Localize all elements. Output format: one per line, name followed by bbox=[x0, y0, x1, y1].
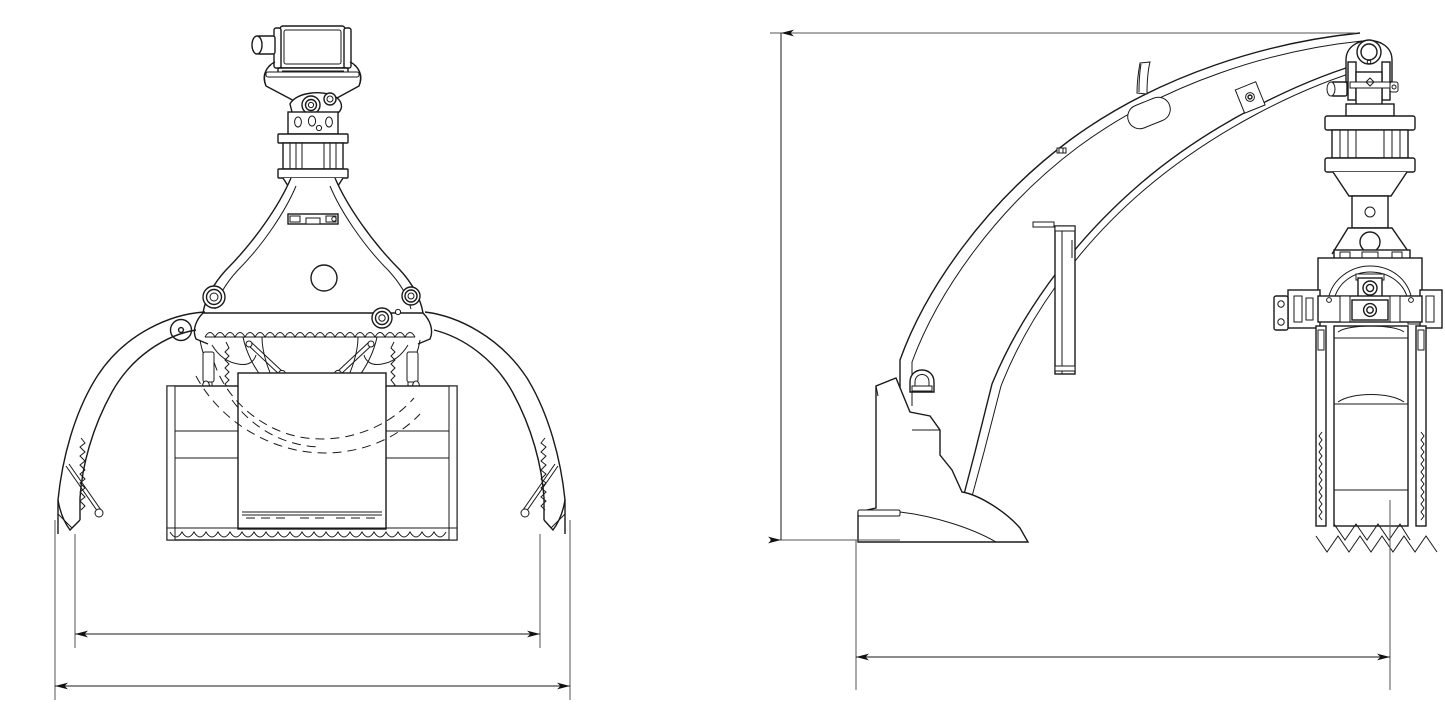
front-view-dimension-extension-lines bbox=[54, 520, 571, 700]
jaw-pivot-boss-left bbox=[202, 285, 226, 309]
boom-access-hatch bbox=[1127, 96, 1171, 130]
link-block bbox=[1331, 195, 1411, 261]
grapple-body-bolt-bar bbox=[1317, 295, 1423, 323]
tine-left bbox=[57, 311, 206, 534]
zigzag-cutting-teeth bbox=[1315, 523, 1438, 553]
rotator-body bbox=[277, 133, 349, 179]
center-pin-circle bbox=[310, 264, 338, 292]
shell-body bbox=[166, 372, 458, 541]
jaw-pivot-boss-right bbox=[401, 286, 421, 306]
tine-right bbox=[424, 311, 566, 534]
rotator-suspension-bracket bbox=[263, 61, 362, 105]
boom-base-foot bbox=[857, 369, 1030, 543]
motor-port-boss bbox=[251, 35, 276, 55]
boom-lower-bar bbox=[1032, 221, 1055, 228]
lifting-eye bbox=[909, 369, 935, 393]
shell-cutting-edge bbox=[167, 527, 457, 538]
pivot-link-plate bbox=[289, 92, 343, 119]
vertical-guide-plate bbox=[1054, 225, 1076, 375]
left-link-pin bbox=[169, 318, 193, 342]
side-view bbox=[768, 29, 1443, 690]
jaw-pivot-boss-inner bbox=[371, 307, 393, 329]
boom-mounting-pad bbox=[1234, 81, 1266, 114]
boom-edge-clip bbox=[1056, 147, 1067, 154]
shell-side-profile bbox=[1315, 325, 1438, 553]
side-view-dimension-extension-lines bbox=[770, 32, 1391, 690]
tine-serration-side bbox=[1318, 431, 1425, 521]
rotator-mount-block bbox=[287, 111, 339, 135]
head-jaw-serration bbox=[204, 332, 416, 339]
head-center-bolt bbox=[1357, 277, 1383, 299]
front-view bbox=[54, 25, 571, 700]
boom-fin-bracket bbox=[1136, 61, 1151, 95]
small-bolt-hole bbox=[394, 308, 402, 316]
hidden-edges bbox=[195, 361, 421, 454]
hydraulic-cylinder-left bbox=[1273, 289, 1321, 331]
